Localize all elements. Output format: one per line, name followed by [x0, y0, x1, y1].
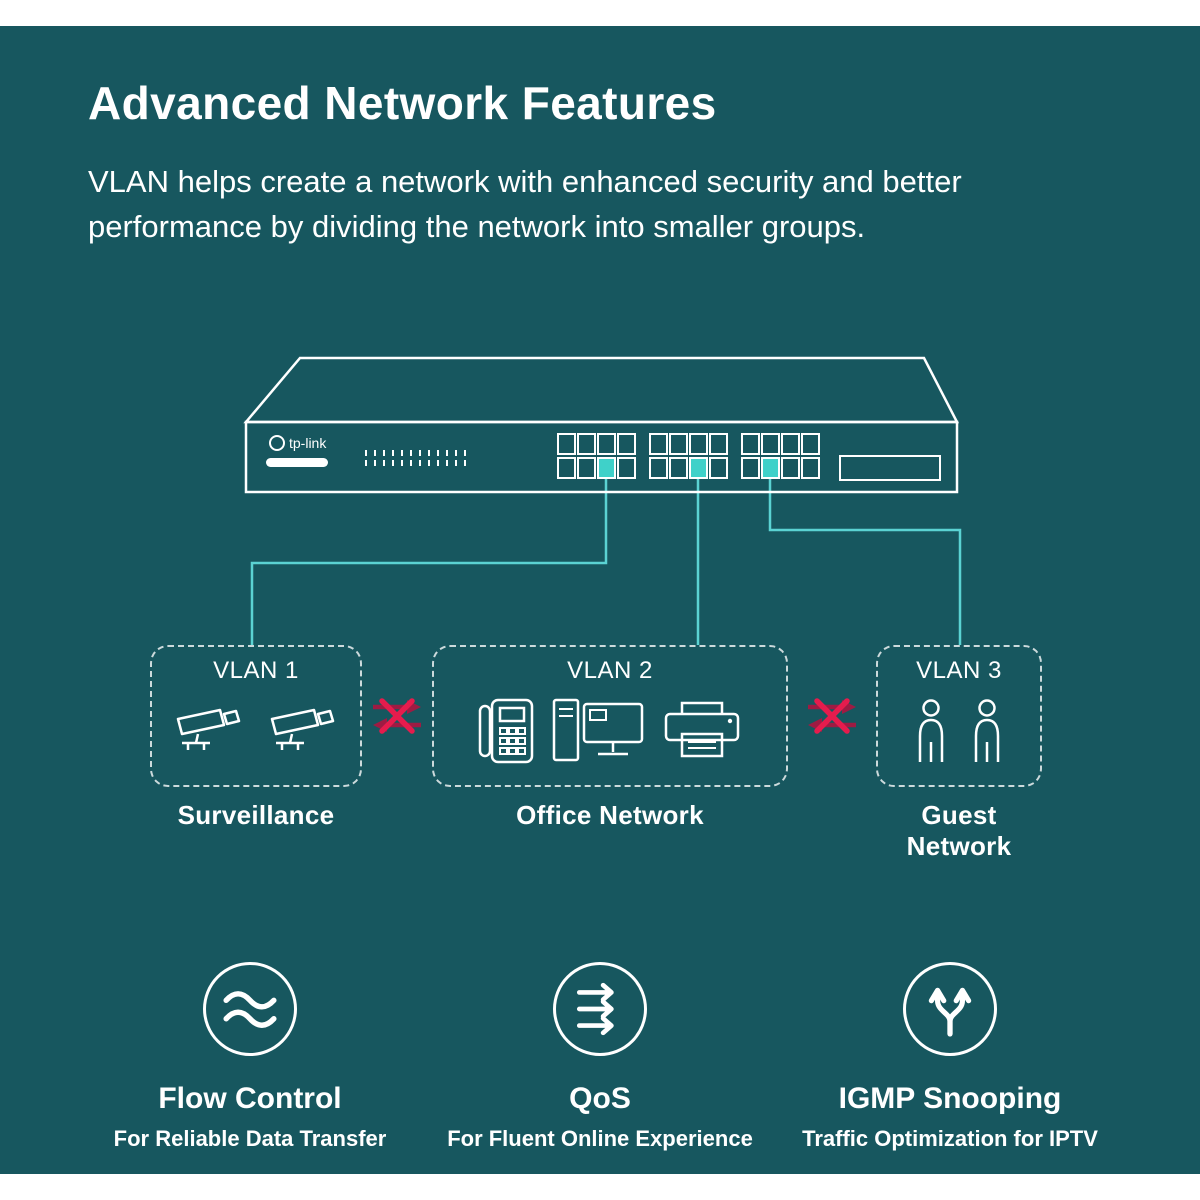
person-icon — [918, 699, 944, 762]
port-block — [557, 433, 820, 479]
vlan1-label: VLAN 1 — [213, 657, 299, 684]
vlan2-group: VLAN 2 — [432, 645, 788, 787]
feature-caption: For Reliable Data Transfer — [113, 1126, 387, 1151]
desktop-pc-icon — [552, 698, 644, 762]
feature-title: QoS — [569, 1082, 631, 1115]
vlan3-icons — [911, 685, 1007, 785]
bottom-margin — [0, 1174, 1200, 1200]
vlan3-caption: Guest Network — [906, 800, 1012, 861]
switch-illustration: tp-link — [243, 356, 960, 494]
vlan2-icons — [476, 685, 744, 785]
vlan3-label: VLAN 3 — [916, 657, 1002, 684]
blocked-traffic-icon — [373, 700, 421, 732]
branch-arrows-icon — [928, 987, 972, 1037]
blocked-traffic-icon — [808, 700, 856, 732]
vlan-connector-lines — [250, 478, 962, 645]
switch-front-bar — [266, 458, 328, 467]
tplink-logo-icon — [269, 435, 285, 451]
flow-control-circle — [203, 962, 297, 1056]
person-icon — [974, 699, 1000, 762]
cctv-camera-icon — [176, 708, 241, 750]
qos-arrows-icon — [576, 982, 614, 1036]
feature-caption: For Fluent Online Experience — [447, 1126, 753, 1151]
feature-title: Flow Control — [158, 1082, 342, 1115]
cctv-camera-icon — [270, 708, 335, 750]
vent-grille — [365, 450, 466, 466]
page-title: Advanced Network Features — [88, 77, 717, 129]
vlan2-label: VLAN 2 — [567, 657, 653, 684]
vlan2-caption: Office Network — [516, 800, 704, 830]
top-margin — [0, 0, 1200, 26]
page-subtitle: VLAN helps create a network with enhance… — [88, 164, 962, 244]
feature-caption: Traffic Optimization for IPTV — [802, 1126, 1098, 1151]
feature-title: IGMP Snooping — [838, 1082, 1062, 1115]
vlan1-icons — [170, 685, 342, 785]
printer-icon — [664, 701, 740, 758]
igmp-circle — [903, 962, 997, 1056]
vlan1-caption: Surveillance — [177, 800, 335, 830]
waves-icon — [223, 991, 277, 1028]
feature-igmp-snooping: IGMP Snooping Traffic Optimization for I… — [780, 962, 1120, 1152]
vlan3-group: VLAN 3 — [876, 645, 1042, 787]
feature-flow-control: Flow Control For Reliable Data Transfer — [80, 962, 420, 1152]
switch-brand-label: tp-link — [289, 435, 327, 451]
desk-phone-icon — [478, 698, 534, 764]
module-slot — [839, 455, 941, 481]
vlan1-group: VLAN 1 — [150, 645, 362, 787]
feature-qos: QoS For Fluent Online Experience — [430, 962, 770, 1152]
qos-circle — [553, 962, 647, 1056]
